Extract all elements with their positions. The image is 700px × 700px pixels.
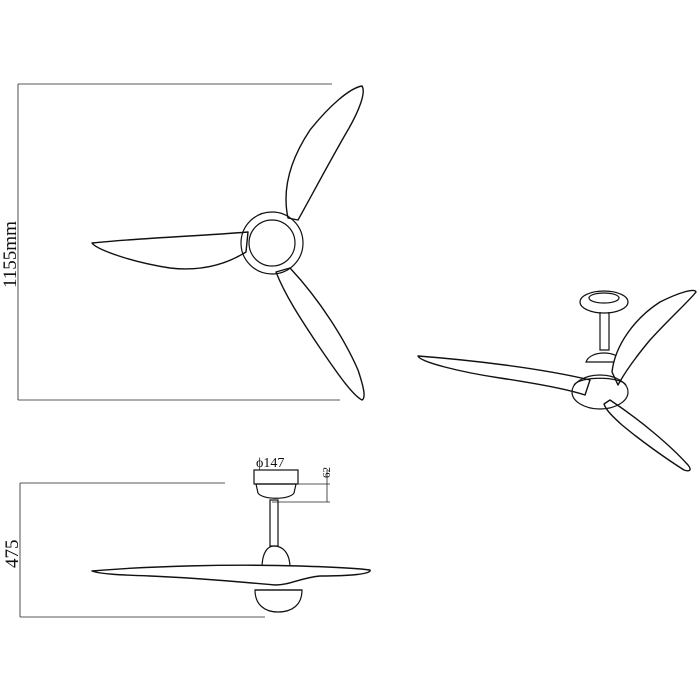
blade-left — [417, 355, 591, 396]
blade-bottom — [275, 267, 365, 401]
height-label: 475 — [2, 540, 23, 569]
motor-housing — [261, 545, 291, 569]
span-label: 1155mm — [0, 221, 21, 288]
blade-top — [285, 85, 364, 221]
side-view: 475 ϕ147 62 — [2, 456, 371, 618]
blade-left — [91, 231, 249, 270]
light-bowl — [571, 374, 629, 410]
downrod — [599, 312, 610, 351]
light-bowl — [254, 589, 303, 613]
perspective-view — [417, 289, 697, 472]
canopy-height-label: 62 — [321, 467, 333, 478]
hub-inner — [248, 219, 296, 267]
canopy — [579, 290, 629, 314]
canopy-diameter-label: ϕ147 — [256, 456, 284, 471]
canopy — [255, 483, 297, 499]
canopy-diameter-box — [253, 469, 299, 485]
blade-lower-right — [603, 399, 691, 472]
top-view: 1155mm — [0, 83, 365, 401]
blade-upper-right — [611, 289, 697, 386]
hub-outer — [240, 211, 304, 275]
downrod — [269, 499, 279, 547]
side-blades — [91, 564, 371, 586]
